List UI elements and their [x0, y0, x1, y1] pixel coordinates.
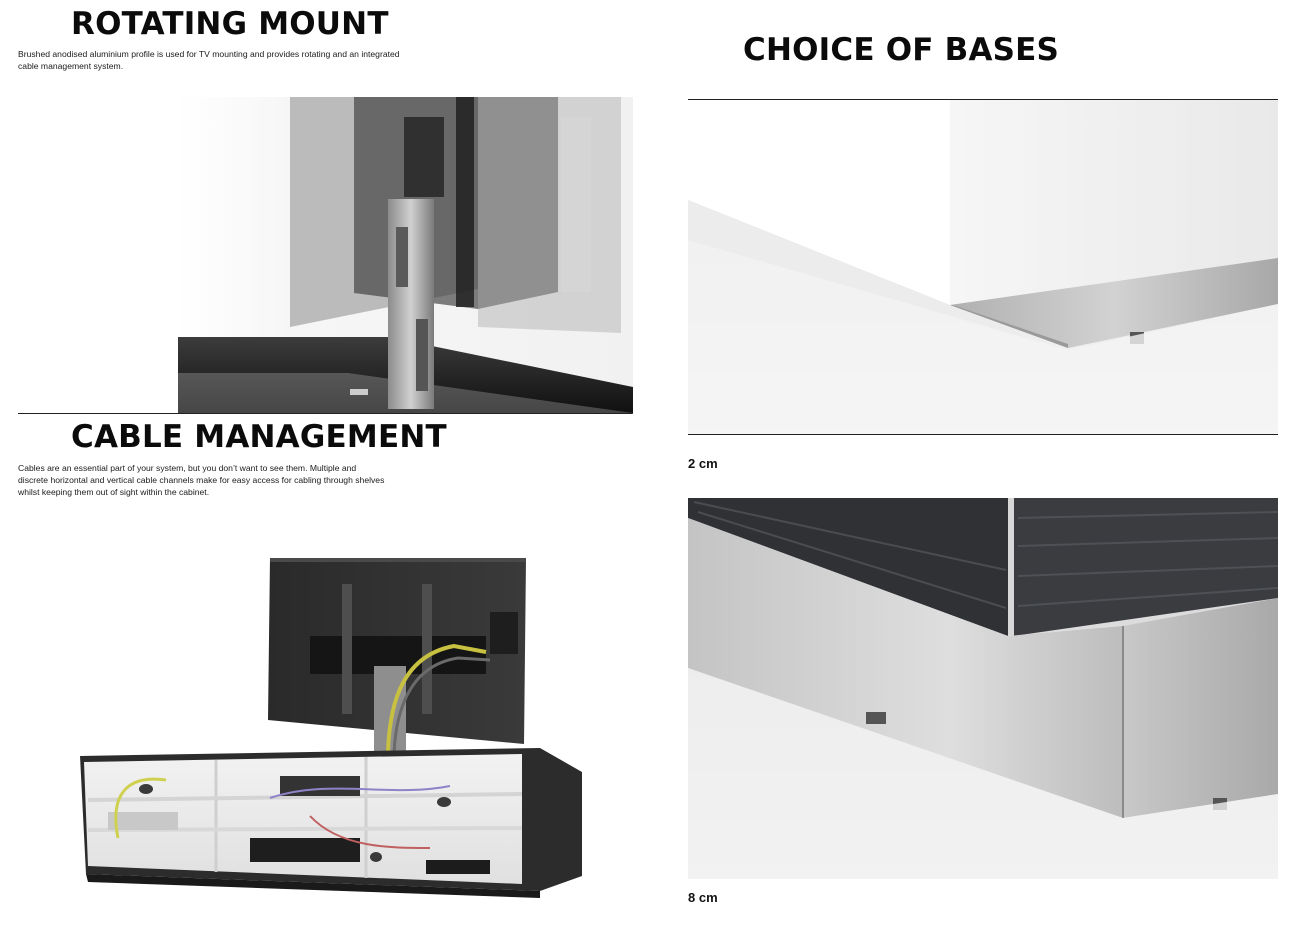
base-2cm-top-rule — [688, 99, 1278, 100]
section-divider — [18, 413, 632, 414]
rotating-mount-description-line: Brushed anodised aluminium profile is us… — [18, 49, 400, 59]
base-2cm-image — [688, 100, 1278, 434]
cable-management-description-line: whilst keeping them out of sight within … — [18, 487, 210, 497]
cable-management-image — [70, 548, 590, 903]
rotating-mount-description: Brushed anodised aluminium profile is us… — [18, 48, 458, 72]
cable-management-title: CABLE MANAGEMENT — [71, 419, 447, 455]
base-2cm-bottom-rule — [688, 434, 1278, 435]
cable-management-description: Cables are an essential part of your sys… — [18, 462, 438, 498]
base-8cm-caption: 8 cm — [688, 890, 718, 905]
choice-of-bases-title: CHOICE OF BASES — [743, 32, 1060, 68]
rotating-mount-description-line: cable management system. — [18, 61, 124, 71]
cable-management-description-line: Cables are an essential part of your sys… — [18, 463, 357, 473]
rotating-mount-image — [178, 97, 633, 414]
base-8cm-image — [688, 498, 1278, 879]
rotating-mount-title: ROTATING MOUNT — [71, 6, 389, 42]
cable-management-description-line: discrete horizontal and vertical cable c… — [18, 475, 385, 485]
base-2cm-caption: 2 cm — [688, 456, 718, 471]
